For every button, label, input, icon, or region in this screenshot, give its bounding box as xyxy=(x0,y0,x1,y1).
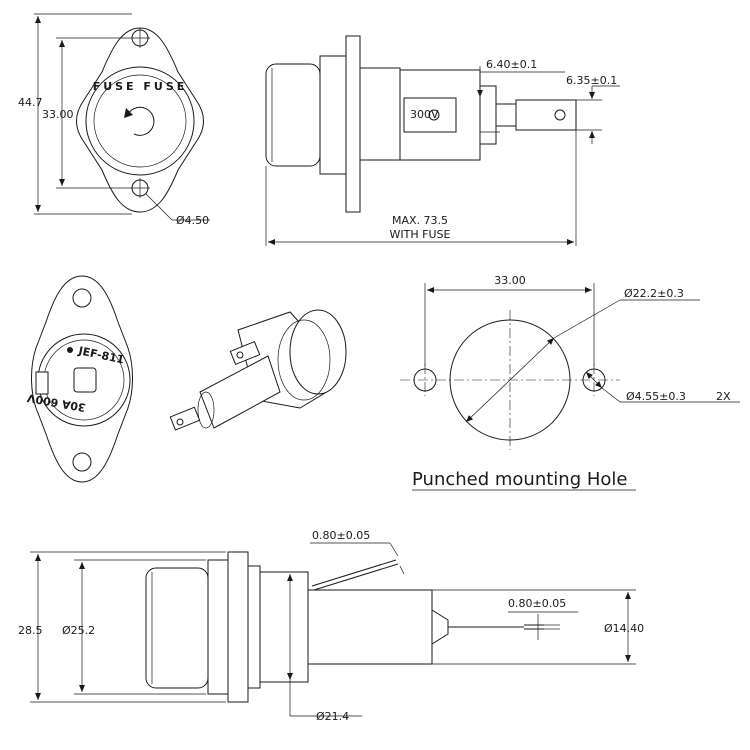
bottom-tip xyxy=(431,609,449,645)
side-length-label-1: MAX. 73.5 xyxy=(392,214,448,227)
bottom-thread xyxy=(259,571,309,683)
side-length-label-2: WITH FUSE xyxy=(390,228,451,241)
rear-mount-hole-top xyxy=(72,288,92,308)
punched-main-hole xyxy=(449,319,571,441)
front-cap-inner xyxy=(93,74,187,168)
punched-main-dia-label: Ø22.2±0.3 xyxy=(624,287,684,300)
bottom-body-dia-label: Ø14.40 xyxy=(604,622,644,635)
iso-body xyxy=(199,355,281,429)
side-cap xyxy=(265,63,321,167)
side-terminal2-width-label: 6.35±0.1 xyxy=(566,74,617,87)
bottom-cap xyxy=(145,567,209,689)
punched-hole-view: 33.00 Ø22.2±0.3 Ø4.55±0.3 2X Punched mou… xyxy=(400,274,740,491)
front-cap-outer xyxy=(85,66,195,176)
rear-view: JEF-811 30A 600V xyxy=(26,275,133,483)
punched-caption: Punched mounting Hole xyxy=(412,469,627,490)
side-rating-text: 300V xyxy=(410,108,439,121)
iso-terminal-1 xyxy=(169,406,201,431)
side-terminal-3 xyxy=(515,99,577,131)
rear-mount-hole-bottom xyxy=(72,452,92,472)
bottom-body xyxy=(307,589,433,665)
front-flange-outline xyxy=(76,27,204,213)
bottom-wire-end-label: 0.80±0.05 xyxy=(508,597,566,610)
bottom-cap-dia-label: Ø25.2 xyxy=(62,624,95,637)
rear-terminal xyxy=(73,367,97,393)
front-hole-dia-label: Ø4.50 xyxy=(176,214,209,227)
bottom-wire-top-label: 0.80±0.05 xyxy=(312,529,370,542)
rear-flange-outline xyxy=(31,275,133,483)
bottom-flange-height-label: 28.5 xyxy=(18,624,43,637)
bottom-flange xyxy=(227,551,249,703)
rear-rating: 30A 600V xyxy=(26,391,87,414)
side-terminal-width-label: 6.40±0.1 xyxy=(486,58,537,71)
side-terminal-2 xyxy=(495,103,517,127)
front-view: FUSE FUSE 44.7 33.00 Ø4.50 xyxy=(18,13,210,227)
iso-view xyxy=(169,309,347,431)
punched-qty-label: 2X xyxy=(716,390,731,403)
front-hole-spacing-label: 33.00 xyxy=(42,108,74,121)
front-height-label: 44.7 xyxy=(18,96,43,109)
top-side-view: 300V 6.40±0.1 6.35±0.1 MAX. 73.5 WITH FU… xyxy=(265,35,620,246)
twist-arrow-icon xyxy=(124,106,155,136)
punched-hole-dia-label: Ø4.55±0.3 xyxy=(626,390,686,403)
iso-cap xyxy=(289,309,347,395)
side-flange xyxy=(345,35,361,213)
side-terminal-1 xyxy=(403,97,457,133)
bottom-side-view: 28.5 Ø25.2 0.80±0.05 0.80±0.05 Ø14.40 Ø2… xyxy=(18,529,644,723)
punched-spacing-label: 33.00 xyxy=(494,274,526,287)
side-body xyxy=(359,67,401,161)
rear-part-number: JEF-811 xyxy=(76,344,125,367)
bottom-thread-dia-label: Ø21.4 xyxy=(316,710,349,723)
front-cap-text: FUSE FUSE xyxy=(93,80,188,93)
iso-terminal-2 xyxy=(229,340,261,366)
